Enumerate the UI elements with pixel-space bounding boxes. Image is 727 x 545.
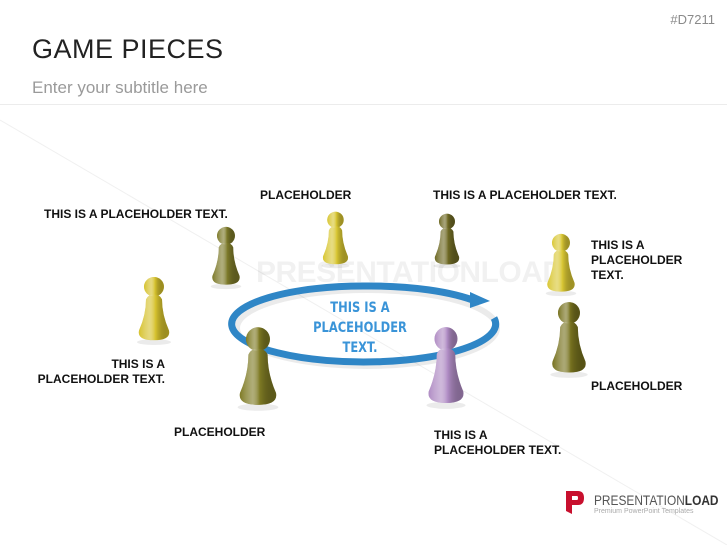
label-bottom-right: THIS IS A PLACEHOLDER TEXT.: [434, 428, 561, 458]
logo-tagline: Premium PowerPoint Templates: [594, 508, 694, 515]
divider: [0, 104, 727, 105]
game-piece: [319, 211, 352, 269]
presentationload-logo-icon: [566, 491, 584, 514]
label-line: PLACEHOLDER: [591, 253, 683, 267]
label-top-mid: PLACEHOLDER: [260, 188, 352, 202]
center-text-line1: THIS IS A: [330, 300, 390, 316]
label-line: THIS IS A: [434, 428, 488, 442]
logo-brand-bold: LOAD: [684, 492, 719, 508]
page-subtitle: Enter your subtitle here: [32, 78, 208, 97]
pawn-icon: [550, 302, 588, 378]
watermark: PRESENTATIONLOAD: [256, 256, 564, 289]
slide-code: #D7211: [670, 12, 715, 27]
label-line: TEXT.: [591, 268, 624, 282]
pawn-icon: [426, 327, 466, 409]
label-right-bottom: PLACEHOLDER: [591, 379, 683, 393]
center-text-line2: PLACEHOLDER TEXT.: [313, 320, 407, 356]
pawn-icon: [433, 213, 461, 269]
label-right-top: THIS IS A PLACEHOLDER TEXT.: [591, 238, 682, 283]
label-top-left: THIS IS A PLACEHOLDER TEXT.: [44, 207, 228, 221]
page-title: GAME PIECES: [32, 34, 224, 64]
game-piece: [134, 276, 174, 346]
ring-path: [228, 282, 500, 366]
game-piece: [547, 301, 591, 379]
logo-brand: PRESENTATIONLOAD: [594, 492, 719, 508]
game-piece: [431, 213, 463, 269]
game-piece: [423, 326, 469, 410]
label-line: PLACEHOLDER TEXT.: [434, 443, 562, 457]
arrow-head-icon: [470, 292, 490, 308]
label-top-right: THIS IS A PLACEHOLDER TEXT.: [433, 188, 617, 202]
pawn-icon: [210, 226, 242, 290]
label-line: THIS IS A: [591, 238, 645, 252]
label-line: THIS IS A: [111, 357, 165, 371]
game-piece: [208, 226, 244, 290]
pawn-icon: [137, 276, 171, 346]
label-bottom-left: PLACEHOLDER: [174, 425, 266, 439]
center-text: THIS IS A PLACEHOLDER TEXT.: [303, 298, 418, 358]
pawn-icon: [321, 211, 350, 269]
label-left: THIS IS A PLACEHOLDER TEXT.: [30, 357, 165, 387]
pawn-icon: [545, 233, 577, 297]
pawn-icon: [237, 327, 279, 411]
game-piece: [543, 233, 579, 297]
label-line: PLACEHOLDER TEXT.: [37, 372, 165, 386]
game-piece: [234, 326, 282, 412]
logo-brand-light: PRESENTATION: [594, 492, 685, 508]
